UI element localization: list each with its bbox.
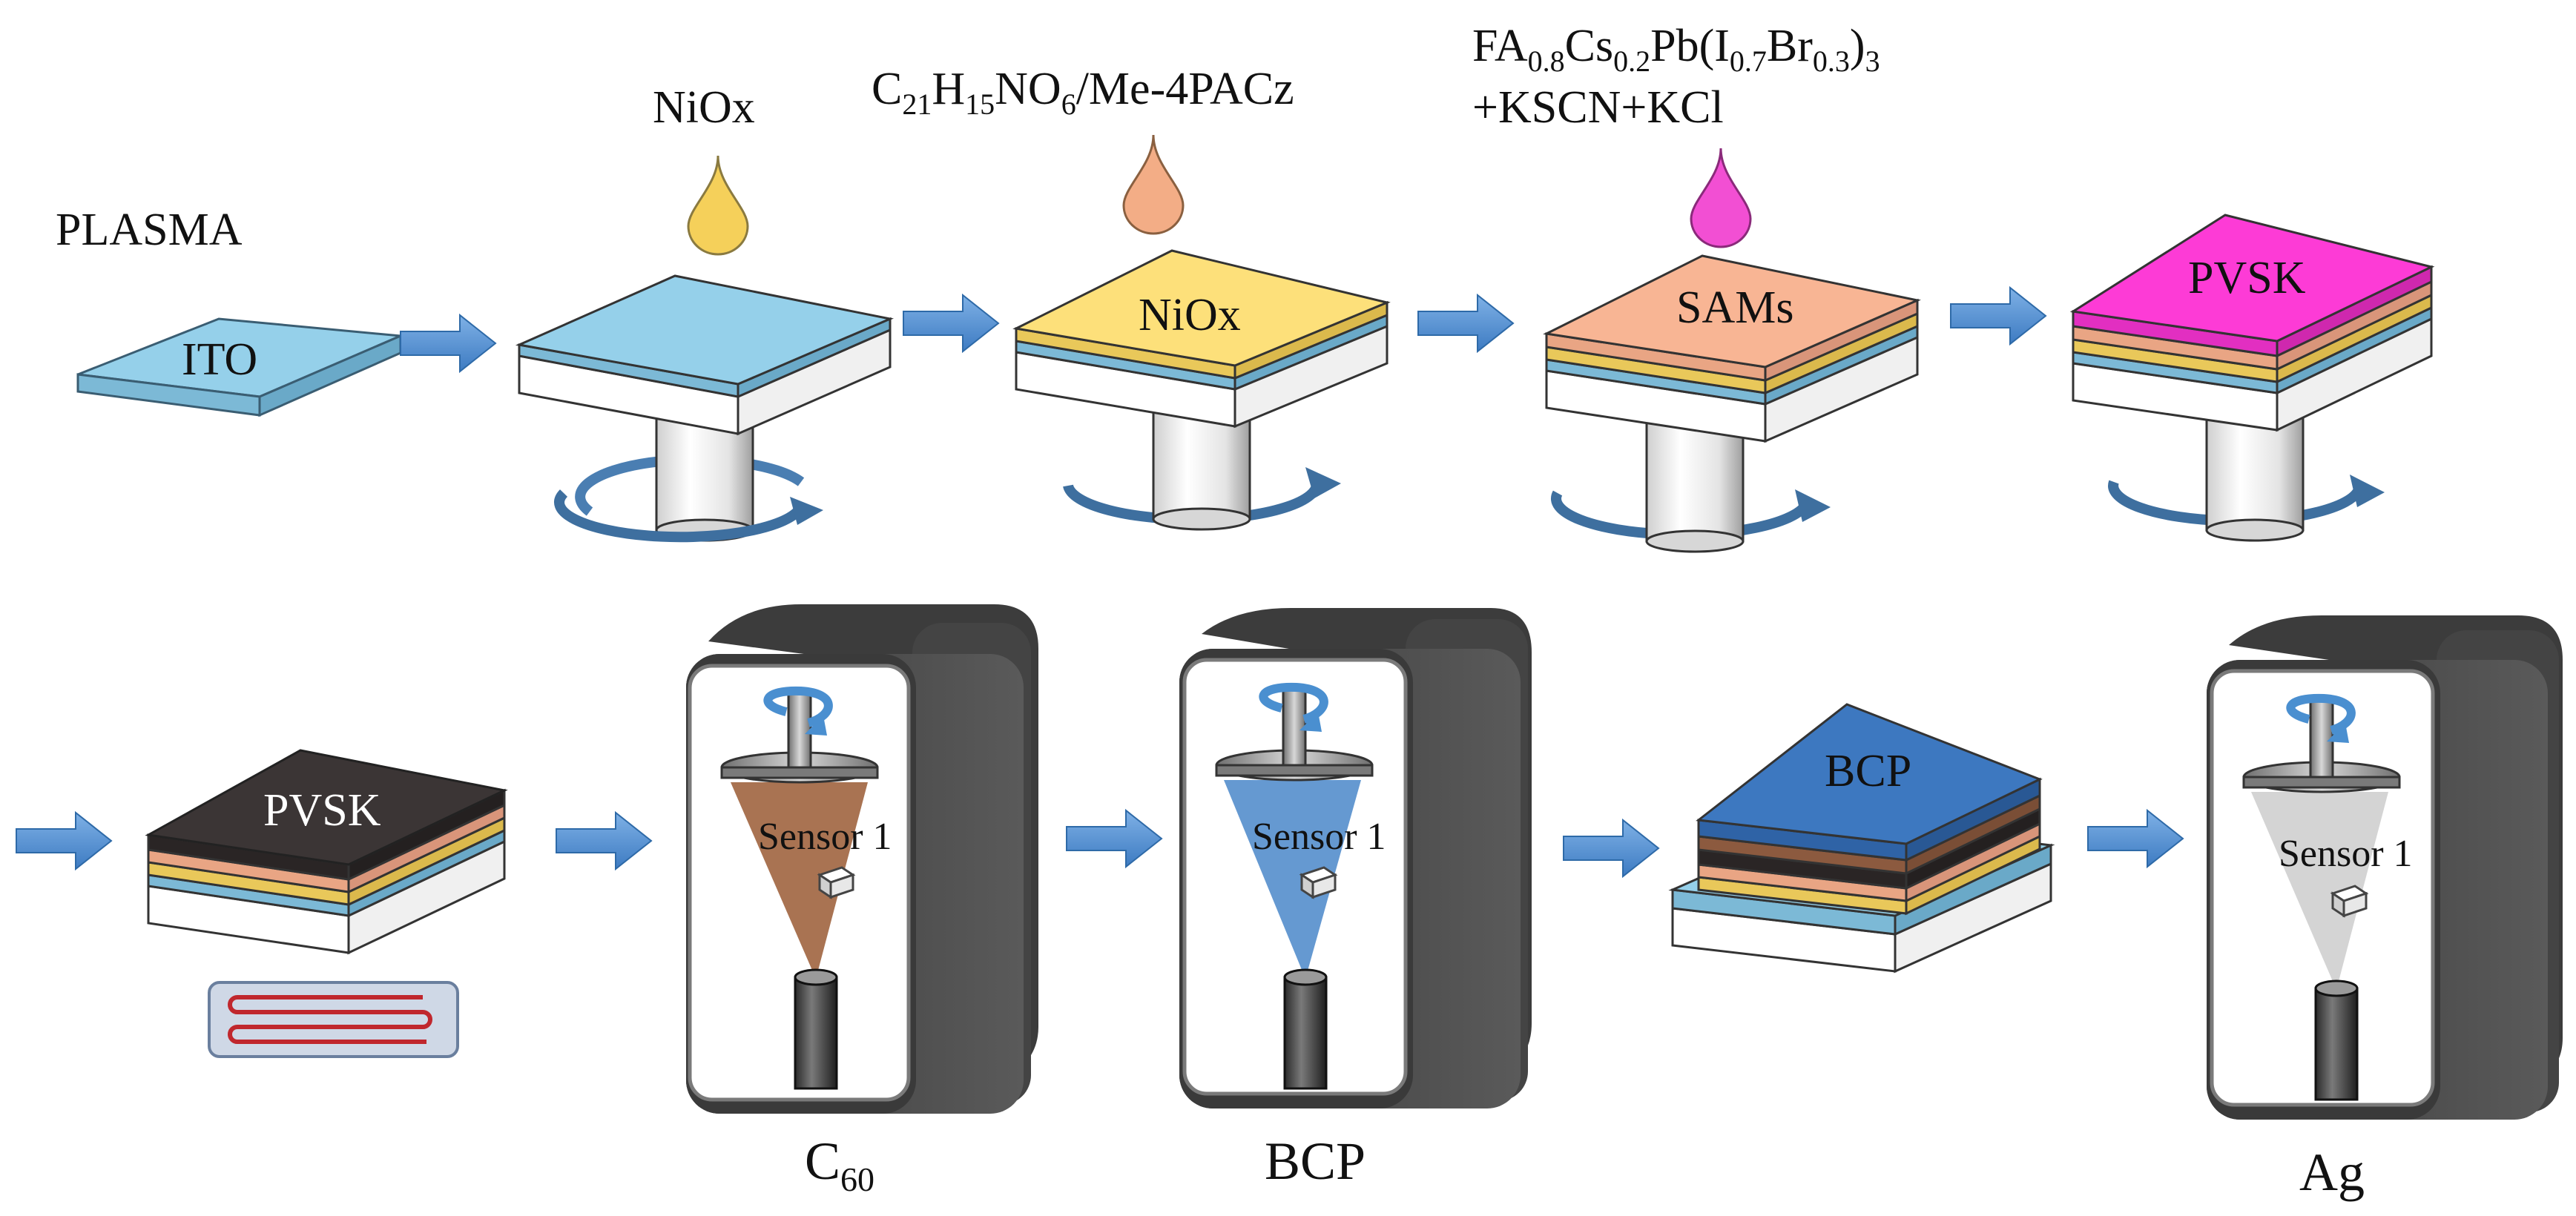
spin-coater-sams: SAMs (1543, 254, 1921, 553)
sams-layer-label: SAMs (1676, 282, 1794, 333)
pvsk-formula-label: FA0.8Cs0.2Pb(I0.7Br0.3)3 +KSCN+KCl (1472, 21, 1880, 133)
spin-coater-ito (515, 274, 895, 543)
svg-text:C21H15NO6/Me-4PACz: C21H15NO6/Me-4PACz (872, 64, 1294, 121)
bcp-sensor-label: Sensor 1 (1252, 816, 1386, 858)
process-arrow-7 (1066, 808, 1163, 869)
evaporation-chamber-bcp: Sensor 1 (1179, 608, 1532, 1108)
pvsk-bottom-layer-label: PVSK (263, 785, 381, 836)
c60-sensor-label: Sensor 1 (758, 816, 892, 858)
process-arrow-9 (2087, 808, 2184, 869)
process-arrow-2 (903, 293, 1000, 354)
annealed-pvsk-stack: PVSK (145, 749, 508, 955)
svg-text:+KSCN+KCl: +KSCN+KCl (1472, 82, 1724, 133)
bcp-stack-label: BCP (1825, 746, 1911, 796)
spin-coater-niox: NiOx (1012, 249, 1391, 531)
pvsk-droplet (1690, 148, 1752, 248)
evaporation-chamber-c60: Sensor 1 (686, 604, 1038, 1114)
bcp-device-stack: BCP (1668, 703, 2055, 974)
heater-plate (208, 981, 459, 1058)
process-arrow-6 (556, 810, 653, 871)
caption-ag: Ag (2299, 1143, 2365, 1202)
niox-layer-label: NiOx (1139, 290, 1241, 340)
process-arrow-8 (1563, 818, 1660, 879)
ito-label: ITO (182, 334, 257, 385)
process-arrow-4 (1950, 285, 2047, 346)
ag-sensor-icon (2330, 885, 2369, 918)
svg-text:C60: C60 (805, 1131, 874, 1198)
plasma-label: PLASMA (56, 205, 243, 255)
process-arrow-5 (16, 810, 113, 871)
sam-droplet (1122, 134, 1185, 235)
niox-droplet (687, 155, 749, 256)
svg-text:FA0.8Cs0.2Pb(I0.7Br0.3)3: FA0.8Cs0.2Pb(I0.7Br0.3)3 (1472, 21, 1880, 78)
spin-coater-pvsk: PVSK (2069, 214, 2435, 542)
caption-c60: C60 (805, 1131, 874, 1198)
caption-bcp: BCP (1265, 1131, 1366, 1191)
process-arrow-1 (400, 313, 497, 374)
c60-sensor-icon (817, 866, 856, 899)
niox-drop-label: NiOx (653, 82, 755, 133)
ito-substrate: ITO (76, 317, 402, 417)
ag-sensor-label: Sensor 1 (2279, 833, 2413, 875)
sam-formula-label: C21H15NO6/Me-4PACz (872, 64, 1294, 121)
pvsk-top-layer-label: PVSK (2188, 253, 2306, 303)
process-arrow-3 (1417, 293, 1515, 354)
evaporation-chamber-ag: Sensor 1 (2207, 615, 2563, 1120)
bcp-sensor-icon (1299, 866, 1338, 899)
